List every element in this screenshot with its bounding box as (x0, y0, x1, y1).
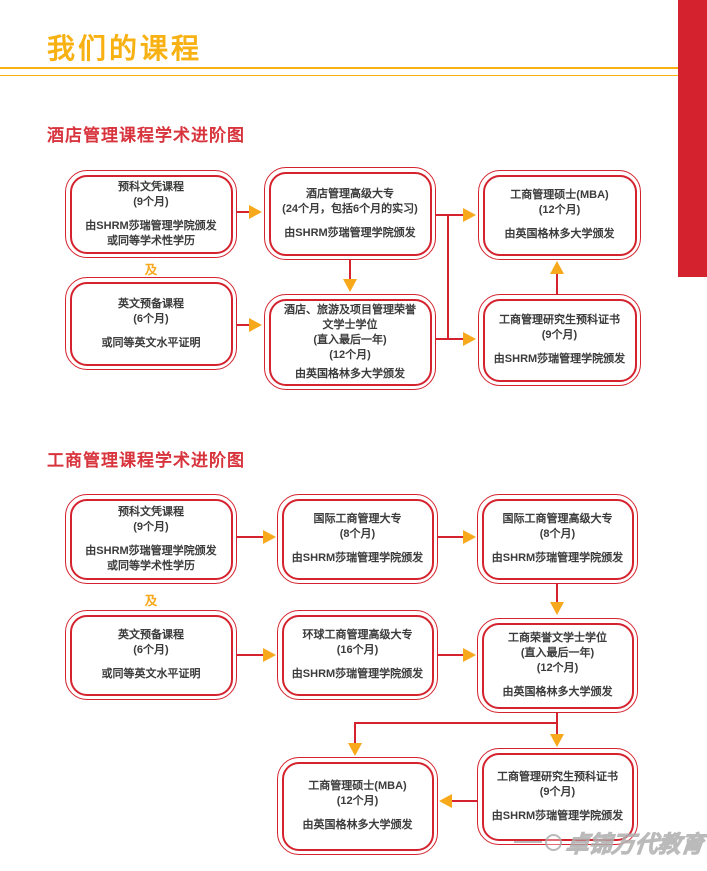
box-mba-business-text: 工商管理硕士(MBA)(12个月)由英国格林多大学颁发 (281, 761, 434, 851)
line-bachelor2-elbow-horizontal (354, 722, 557, 724)
box-intl-business-adv-diploma: 国际工商管理高级大专(8个月)由SHRM莎瑞管理学院颁发 (477, 494, 638, 584)
arrow-into-mba-icon (463, 208, 476, 222)
arrow-foundation-to-advdiploma-icon (249, 205, 262, 219)
box-intl-business-diploma: 国际工商管理大专(8个月)由SHRM莎瑞管理学院颁发 (277, 494, 438, 584)
arrow-advdiploma2-to-bachelor-icon (550, 602, 564, 615)
line-foundation-to-advdiploma (237, 211, 250, 213)
box-mba-business: 工商管理硕士(MBA)(12个月)由英国格林多大学颁发 (277, 757, 438, 855)
box-global-business-adv-diploma-text: 环球工商管理高级大专(16个月)由SHRM莎瑞管理学院颁发 (281, 614, 434, 696)
line-intldiploma-to-advdiploma (437, 536, 464, 538)
box-pg-cert-hotel: 工商管理研究生预科证书(9个月)由SHRM莎瑞管理学院颁发 (478, 294, 641, 386)
line-bachelor2-elbow-vertical (354, 722, 356, 744)
arrow-pgcert-to-mba-icon (550, 261, 564, 274)
arrow-english2-to-globaldiploma-icon (263, 648, 276, 662)
arrow-foundation2-to-intldiploma-icon (263, 530, 276, 544)
box-foundation-diploma-hotel: 预科文凭课程(9个月)由SHRM莎瑞管理学院颁发或同等学术性学历 (65, 170, 237, 258)
arrow-intldiploma-to-advdiploma-icon (463, 530, 476, 544)
and-label-business: 及 (144, 594, 158, 608)
section-heading-business: 工商管理课程学术进阶图 (47, 451, 245, 470)
line-globaldiploma-to-bachelor (437, 654, 464, 656)
box-pg-cert-business: 工商管理研究生预科证书(9个月)由SHRM莎瑞管理学院颁发 (477, 748, 638, 845)
arrow-globaldiploma-to-bachelor-icon (463, 648, 476, 662)
line-foundation2-to-intldiploma (237, 536, 264, 538)
line-pgcert-to-mba (556, 274, 558, 294)
page-title: 我们的课程 (47, 33, 203, 64)
watermark-dash (514, 841, 542, 843)
header-divider (0, 67, 707, 76)
arrow-bachelor2-to-pgcert-icon (550, 734, 564, 747)
box-foundation-diploma-hotel-text: 预科文凭课程(9个月)由SHRM莎瑞管理学院颁发或同等学术性学历 (69, 174, 233, 254)
box-english-prep-business: 英文预备课程(6个月)或同等英文水平证明 (65, 610, 237, 700)
arrow-bachelor2-to-mba-icon (348, 743, 362, 756)
box-foundation-diploma-business: 预科文凭课程(9个月)由SHRM莎瑞管理学院颁发或同等学术性学历 (65, 494, 237, 584)
arrow-advdiploma-to-bachelor-icon (343, 279, 357, 292)
box-hotel-bachelor: 酒店、旅游及项目管理荣誉文学士学位(直入最后一年)(12个月)由英国格林多大学颁… (264, 294, 436, 390)
box-english-prep-business-text: 英文预备课程(6个月)或同等英文水平证明 (69, 614, 233, 696)
line-bachelor2-to-pgcert (556, 713, 558, 735)
watermark-logo: 卓锦万代教育 (514, 822, 706, 862)
line-junction-vertical (447, 214, 449, 339)
watermark-emblem-icon (545, 833, 562, 851)
section-heading-hotel: 酒店管理课程学术进阶图 (47, 126, 245, 145)
line-advdiploma-to-mba (436, 214, 464, 216)
box-business-bachelor-text: 工商荣誉文学士学位(直入最后一年)(12个月)由英国格林多大学颁发 (481, 622, 634, 709)
line-english-to-bachelor (237, 324, 250, 326)
box-pg-cert-hotel-text: 工商管理研究生预科证书(9个月)由SHRM莎瑞管理学院颁发 (482, 298, 637, 382)
arrow-pgcert2-to-mba-icon (439, 794, 452, 808)
box-hotel-bachelor-text: 酒店、旅游及项目管理荣誉文学士学位(直入最后一年)(12个月)由英国格林多大学颁… (268, 298, 432, 386)
box-hotel-adv-diploma-text: 酒店管理高级大专(24个月，包括6个月的实习)由SHRM莎瑞管理学院颁发 (268, 171, 432, 256)
box-english-prep-hotel: 英文预备课程(6个月)或同等英文水平证明 (65, 277, 237, 370)
watermark-text: 卓锦万代教育 (564, 831, 706, 858)
right-accent-bar (678, 0, 707, 277)
line-pgcert2-to-mba (452, 800, 477, 802)
box-business-bachelor: 工商荣誉文学士学位(直入最后一年)(12个月)由英国格林多大学颁发 (477, 618, 638, 713)
box-mba-hotel: 工商管理硕士(MBA)(12个月)由英国格林多大学颁发 (478, 170, 641, 260)
box-foundation-diploma-business-text: 预科文凭课程(9个月)由SHRM莎瑞管理学院颁发或同等学术性学历 (69, 498, 233, 580)
line-bachelor-to-pgcert (436, 338, 464, 340)
and-label-hotel: 及 (144, 263, 158, 277)
line-advdiploma2-to-bachelor (556, 584, 558, 603)
line-advdiploma-to-bachelor (349, 260, 351, 280)
arrow-english-to-bachelor-icon (249, 318, 262, 332)
box-intl-business-diploma-text: 国际工商管理大专(8个月)由SHRM莎瑞管理学院颁发 (281, 498, 434, 580)
arrow-into-pgcert-icon (463, 332, 476, 346)
box-english-prep-hotel-text: 英文预备课程(6个月)或同等英文水平证明 (69, 281, 233, 366)
line-english2-to-globaldiploma (237, 654, 264, 656)
box-hotel-adv-diploma: 酒店管理高级大专(24个月，包括6个月的实习)由SHRM莎瑞管理学院颁发 (264, 167, 436, 260)
box-intl-business-adv-diploma-text: 国际工商管理高级大专(8个月)由SHRM莎瑞管理学院颁发 (481, 498, 634, 580)
box-mba-hotel-text: 工商管理硕士(MBA)(12个月)由英国格林多大学颁发 (482, 174, 637, 256)
box-global-business-adv-diploma: 环球工商管理高级大专(16个月)由SHRM莎瑞管理学院颁发 (277, 610, 438, 700)
